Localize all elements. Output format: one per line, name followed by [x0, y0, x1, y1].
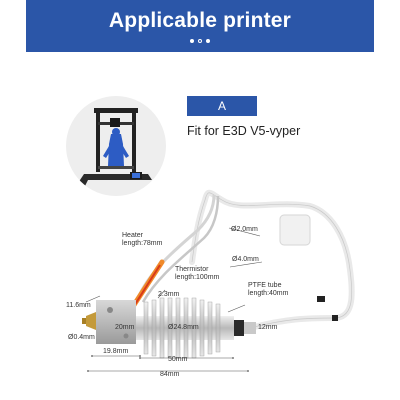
- coupling-length-label: 12mm: [258, 324, 278, 331]
- gap-width-label: 2.3mm: [158, 291, 180, 298]
- heatsink-length-label: 50mm: [168, 356, 188, 363]
- tube-cap: [279, 214, 311, 246]
- heatsink-fins: [143, 297, 221, 359]
- tube-clip: [317, 296, 325, 302]
- nozzle: [86, 312, 96, 330]
- coupling: [234, 320, 244, 336]
- banner-title: Applicable printer: [108, 9, 292, 32]
- carousel-dots: [190, 39, 210, 43]
- tube-inner-diameter-label: Ø2.0mm: [231, 226, 258, 233]
- ptfe-label: PTFE tube length:40mm: [248, 282, 289, 297]
- block-depth-label: 20mm: [115, 324, 135, 331]
- carousel-dot-2[interactable]: [198, 39, 202, 43]
- total-length-label: 84mm: [160, 371, 180, 378]
- heater-block: [96, 300, 136, 344]
- thermistor-wire: [141, 195, 220, 303]
- nozzle-diameter-label: Ø0.4mm: [68, 334, 95, 341]
- heatsink-diameter-label: Ø24.8mm: [168, 324, 199, 331]
- carousel-dot-1[interactable]: [190, 39, 194, 43]
- header-banner: Applicable printer: [26, 0, 374, 52]
- printer-image: [66, 96, 166, 196]
- printer-illustration: [74, 108, 152, 188]
- variant-badge: A: [187, 96, 257, 116]
- tube-outer-diameter-label: Ø4.0mm: [232, 256, 259, 263]
- block-height-label: 11.6mm: [66, 302, 91, 309]
- compatibility-text: Fit for E3D V5-vyper: [187, 124, 301, 138]
- block-width-label: 19.8mm: [103, 348, 129, 355]
- carousel-dot-3[interactable]: [206, 39, 210, 43]
- heater-label: Heater length:78mm: [122, 232, 163, 247]
- thermistor-label: Thermistor length:100mm: [175, 266, 220, 281]
